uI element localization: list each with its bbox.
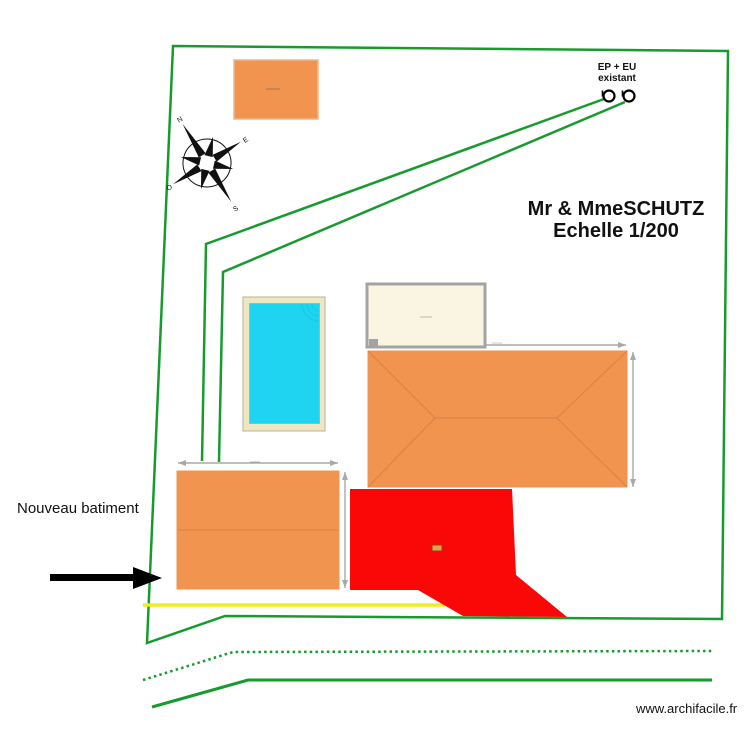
compass-east-label: E [242,136,250,145]
hip-roof-lines [367,350,628,488]
dimension-arrowhead [330,460,338,466]
illegible-area-label [420,316,432,318]
manhole-eu-icon[interactable] [622,89,636,103]
website-link[interactable]: www.archifacile.fr [636,701,738,716]
client-name: Mr & MmeSCHUTZ [527,198,705,220]
ep-eu-line2: existant [598,73,636,84]
pool-ripple-decoration [301,303,320,322]
illegible-dimension-label [250,461,260,463]
main-house[interactable] [367,350,628,488]
compass-north-label: N [176,116,184,125]
compass-rose-icon: N E S O [165,116,250,214]
illegible-dimension-label [492,342,502,344]
lower-road-line[interactable] [151,678,712,709]
compass-south-label: S [232,205,240,214]
pointer-arrow-icon [50,567,162,589]
terrace-marker[interactable] [431,544,443,552]
swimming-pool[interactable] [249,303,320,424]
scale-label: Echelle 1/200 [553,220,679,242]
dotted-boundary-line[interactable] [142,649,713,682]
red-terrace-zone[interactable] [350,489,567,617]
compass-west-label: O [165,183,174,192]
manhole-ep-icon[interactable] [602,89,616,103]
ep-eu-line1: EP + EU [597,62,637,73]
illegible-area-label [266,88,280,90]
dimension-arrowhead [630,352,636,360]
dimension-arrowhead [618,342,626,348]
property-boundary-line[interactable] [145,44,730,645]
utility-line-ep[interactable] [200,97,605,462]
new-building-label: Nouveau batiment [17,500,139,517]
dimension-arrowhead [178,460,186,466]
dimension-arrowhead [342,580,348,588]
dimension-arrowhead [342,472,348,480]
dimension-arrowhead [630,479,636,487]
small-building-top[interactable] [233,59,319,120]
utility-line-eu[interactable] [217,100,626,463]
existing-annex[interactable] [365,282,487,349]
annex-door-notch [369,339,378,346]
